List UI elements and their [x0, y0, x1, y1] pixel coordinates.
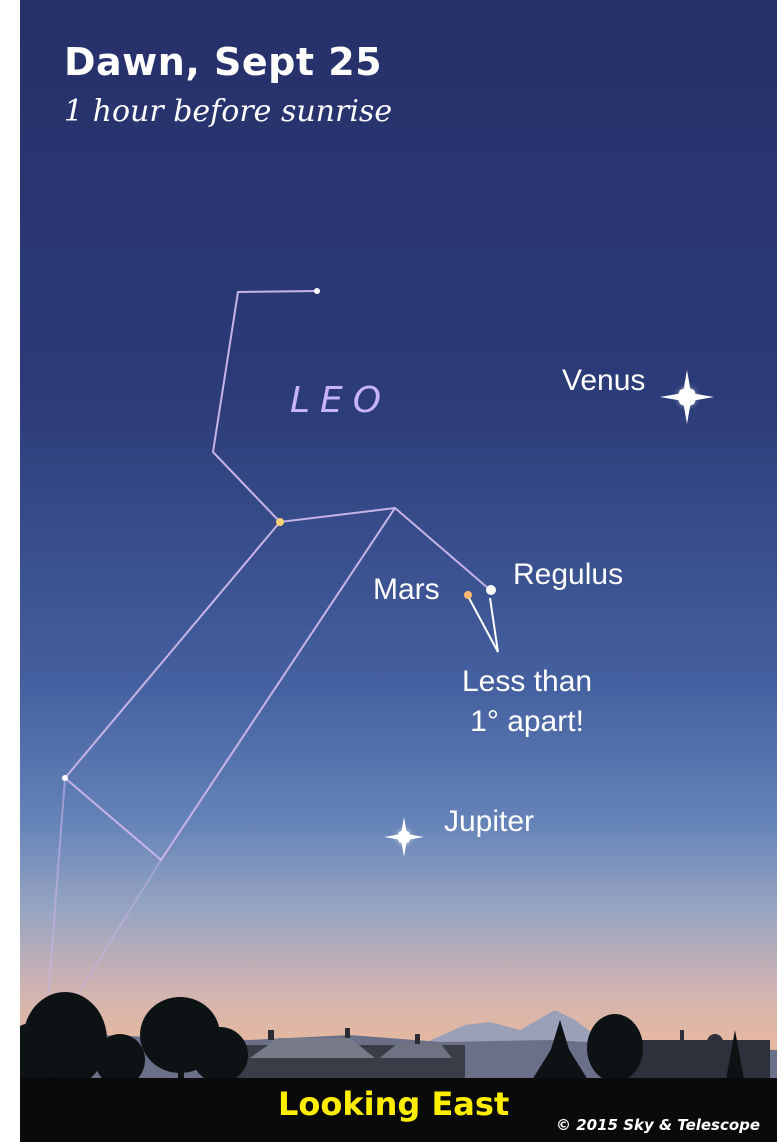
jupiter-star-icon [384, 817, 424, 857]
star-dot [276, 518, 284, 526]
jupiter-label: Jupiter [444, 805, 535, 838]
venus-label: Venus [562, 364, 646, 397]
regulus-dot-icon [486, 585, 496, 595]
star-dot [314, 288, 320, 294]
sky-chart: Dawn, Sept 25 1 hour before sunrise LEO … [20, 0, 777, 1142]
chart-subtitle: 1 hour before sunrise [64, 94, 393, 129]
separation-note-line2: 1° apart! [470, 705, 584, 738]
trees-silhouette [20, 992, 745, 1090]
sky-background [20, 0, 777, 1142]
mars-label: Mars [373, 573, 440, 606]
mars-dot-icon [464, 591, 472, 599]
direction-label: Looking East [278, 1085, 510, 1123]
separation-note-line1: Less than [462, 665, 593, 698]
ground [20, 1078, 777, 1142]
regulus-label: Regulus [513, 558, 624, 591]
pointer-lines [468, 597, 499, 653]
venus-star-icon [660, 370, 714, 424]
chart-title: Dawn, Sept 25 [64, 40, 383, 84]
sky-chart-drawing [20, 0, 777, 1142]
constellation-label: LEO [290, 380, 392, 421]
separation-note: Less than 1° apart! [462, 662, 592, 742]
leo-constellation-lines [47, 290, 490, 1016]
copyright-credit: © 2015 Sky & Telescope [556, 1116, 761, 1134]
star-dot [62, 775, 68, 781]
